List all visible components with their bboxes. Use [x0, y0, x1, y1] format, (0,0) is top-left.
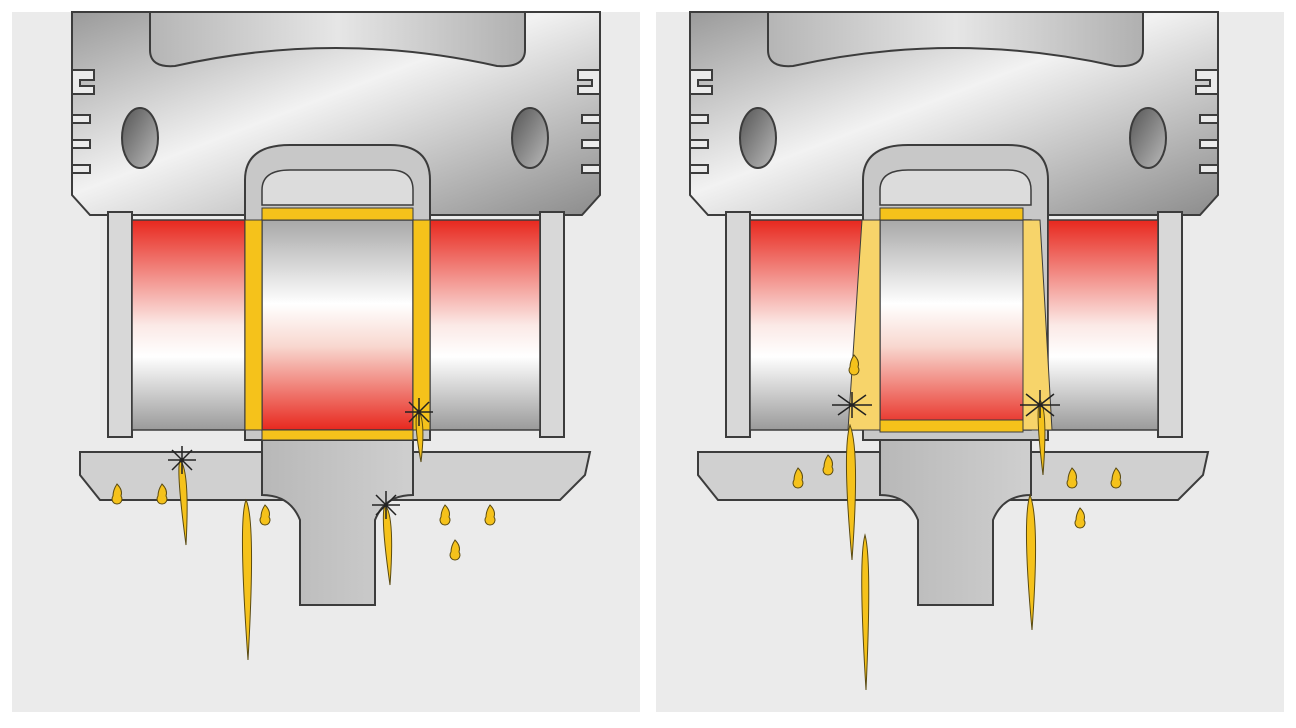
- bushing-left: [244, 219, 263, 431]
- left-panel: [12, 11, 640, 712]
- bushing-bottom-right: [879, 419, 1024, 433]
- right-panel: [656, 11, 1284, 712]
- bushing-bottom: [261, 429, 414, 441]
- tapered-gap-right: [1022, 219, 1053, 431]
- oil-drops-left: [111, 409, 496, 661]
- friction-spark-icons-right: [832, 390, 1060, 418]
- bushing-right: [412, 219, 431, 431]
- bushing-top: [261, 207, 414, 221]
- oil-drops-right: [792, 354, 1122, 691]
- friction-spark-icons-left: [168, 398, 433, 519]
- bushing-top-right: [879, 207, 1024, 221]
